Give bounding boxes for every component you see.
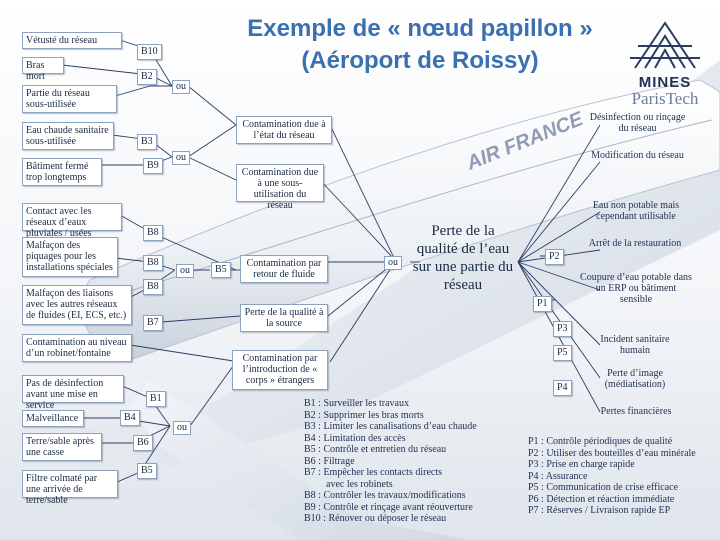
cause-box: Eau chaude sanitaire sous-utilisée xyxy=(22,122,114,150)
cause-box: Malfaçon des piquages pour les installat… xyxy=(22,237,118,277)
cause-box: Partie du réseau sous-utilisée xyxy=(22,85,117,113)
barrier-tag: B5 xyxy=(137,463,157,479)
slide-title-line2: (Aéroport de Roissy) xyxy=(301,47,539,74)
barrier-legend: B1 : Surveiller les travaux B2 : Supprim… xyxy=(304,398,477,525)
barrier-tag: B10 xyxy=(137,44,162,60)
cause-box: Pas de désinfection avant une mise en se… xyxy=(22,375,124,411)
barrier-tag: B4 xyxy=(120,410,140,426)
barrier-tag: B8 xyxy=(143,255,163,271)
consequence-label: Coupure d’eau potable dans un ERP ou bât… xyxy=(580,272,692,305)
barrier-tag: B6 xyxy=(133,435,153,451)
legend-item: B3 : Limiter les canalisations d’eau cha… xyxy=(304,421,477,432)
legend-item: B2 : Supprimer les bras morts xyxy=(304,409,424,421)
prevention-tag: P4 xyxy=(553,380,572,396)
intermediate-event: Contamination due à une sous-utilisation… xyxy=(236,164,324,211)
legend-item: P5 : Communication de crise efficace xyxy=(528,482,679,493)
legend-item: avec les robinets xyxy=(326,478,393,490)
or-gate: ou xyxy=(176,264,194,278)
legend-item: B9 : Contrôle et rinçage avant réouvertu… xyxy=(304,501,473,513)
barrier-tag: B7 xyxy=(143,315,163,331)
or-gate: ou xyxy=(173,421,191,435)
or-gate: ou xyxy=(172,151,190,165)
consequence-label: Arrêt de la restauration xyxy=(588,238,682,249)
barrier-tag: B2 xyxy=(137,69,157,85)
prevention-tag: P2 xyxy=(545,249,564,265)
cause-box: Terre/sable après une casse xyxy=(22,433,102,461)
cause-box: Contamination au niveau d’un robinet/fon… xyxy=(22,334,132,362)
barrier-tag: B3 xyxy=(137,134,157,150)
logo-mines-text: MINES xyxy=(638,74,692,91)
barrier-tag: B5 xyxy=(211,262,231,278)
legend-item: B10 : Rénover ou déposer le réseau xyxy=(304,513,447,524)
prevention-legend: P1 : Contrôle périodiques de qualité P2 … xyxy=(528,436,696,517)
logo-emblem-icon xyxy=(630,21,700,69)
cause-box: Contact avec les réseaux d’eaux pluviale… xyxy=(22,203,122,239)
barrier-tag: B9 xyxy=(143,158,163,174)
cause-box: Filtre colmaté par une arrivée de terre/… xyxy=(22,470,118,506)
legend-item: B5 : Contrôle et entretien du réseau xyxy=(304,444,447,455)
cause-box: Bâtiment fermé trop longtemps xyxy=(22,158,102,186)
intermediate-event: Contamination par l’introduction de « co… xyxy=(232,350,328,390)
legend-item: P7 : Réserves / Livraison rapide EP xyxy=(528,505,671,516)
legend-item: B7 : Empêcher les contacts directs xyxy=(304,467,443,478)
legend-item: B8 : Contrôler les travaux/modifications xyxy=(304,490,466,501)
legend-item: B4 : Limitation des accès xyxy=(304,432,406,444)
legend-item: P1 : Contrôle périodiques de qualité xyxy=(528,436,673,447)
logo-paristech-text: ParisTech xyxy=(631,89,699,108)
legend-item: P2 : Utiliser des bouteilles d’eau minér… xyxy=(528,447,696,459)
consequence-label: Incident sanitaire humain xyxy=(600,334,670,356)
prevention-tag: P5 xyxy=(553,345,572,361)
slide-title-line1: Exemple de « nœud papillon » xyxy=(247,15,593,42)
intermediate-event: Contamination par retour de fluide xyxy=(240,255,328,283)
prevention-tag: P3 xyxy=(553,321,572,337)
intermediate-event: Contamination due à l’état du réseau xyxy=(236,116,332,144)
legend-item: P3 : Prise en charge rapide xyxy=(528,459,635,470)
legend-item: B6 : Filtrage xyxy=(304,455,355,467)
consequence-label: Désinfection ou rinçage du réseau xyxy=(589,112,686,134)
legend-item: P6 : Détection et réaction immédiate xyxy=(528,493,675,505)
barrier-tag: B1 xyxy=(146,391,166,407)
cause-box: Malfaçon des liaisons avec les autres ré… xyxy=(22,285,132,325)
barrier-tag: B8 xyxy=(143,225,163,241)
cause-box: Bras mort xyxy=(22,57,64,82)
cause-box: Malveillance xyxy=(22,410,84,427)
consequence-label: Pertes financières xyxy=(600,406,672,417)
intermediate-event: Perte de la qualité à la source xyxy=(240,304,328,332)
consequence-label: Eau non potable mais cependant utilisabl… xyxy=(592,200,680,222)
barrier-tag: B8 xyxy=(143,279,163,295)
prevention-tag: P1 xyxy=(533,296,552,312)
legend-item: P4 : Assurance xyxy=(528,470,588,482)
legend-item: B1 : Surveiller les travaux xyxy=(304,398,409,409)
or-gate: ou xyxy=(384,256,402,270)
consequence-label: Modification du réseau xyxy=(591,150,684,161)
consequence-label: Perte d’image (médiatisation) xyxy=(604,368,666,390)
mines-paristech-logo: MINES ParisTech xyxy=(620,18,710,110)
central-event: Perte de la qualité de l’eau sur une par… xyxy=(412,223,514,293)
or-gate: ou xyxy=(172,80,190,94)
cause-box: Vétusté du réseau xyxy=(22,32,122,49)
